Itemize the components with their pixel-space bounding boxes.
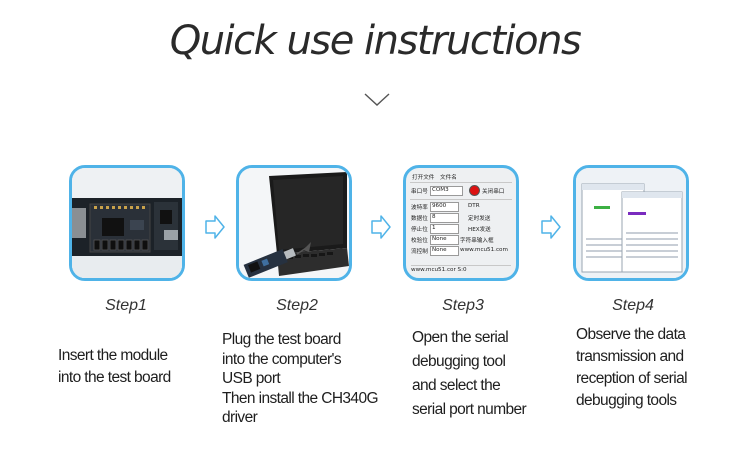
step3-footer: www.mcu51.cor S:0: [411, 265, 511, 273]
step1-description: Insert the module into the test board: [58, 347, 171, 386]
arrow-right-icon: [205, 215, 225, 239]
step3-row: 波特率 9600 DTR: [411, 202, 480, 212]
step3-row: 校验位 None 字符串输入框: [411, 235, 494, 245]
chevron-down-icon: [364, 93, 390, 106]
step1-label: Step1: [105, 297, 147, 314]
arrow-right-icon: [371, 215, 391, 239]
step2-image: [236, 165, 352, 281]
step4-description: Observe the data transmission and recept…: [576, 326, 688, 409]
step3-label: Step3: [442, 297, 484, 314]
step4-image: [573, 165, 689, 281]
step2-label: Step2: [276, 297, 318, 314]
step3-port-label: 串口号: [411, 189, 428, 195]
step3-port-value: COM3: [430, 186, 463, 196]
step3-close-label: 关闭串口: [482, 189, 505, 195]
step3-description: Open the serial debugging tool and selec…: [412, 329, 527, 418]
step4-label: Step4: [612, 297, 654, 314]
step3-row: 停止位 1 HEX发送: [411, 224, 491, 234]
step2-description: Plug the test board into the computer's …: [222, 331, 379, 426]
step3-image: 打开文件 文件名 串口号 COM3 关闭串口 波特率 9600 DTR 数据位 …: [403, 165, 519, 281]
step1-image: [69, 165, 185, 281]
arrow-right-icon: [541, 215, 561, 239]
step3-row: 流控制 None www.mcu51.com: [411, 246, 508, 256]
step3-tab-open: 打开文件: [412, 175, 435, 181]
step3-tab-file: 文件名: [440, 175, 457, 181]
page-title: Quick use instructions: [169, 18, 582, 64]
step3-row: 数据位 8 定时发送: [411, 213, 491, 223]
step3-red-dot: [469, 185, 480, 196]
